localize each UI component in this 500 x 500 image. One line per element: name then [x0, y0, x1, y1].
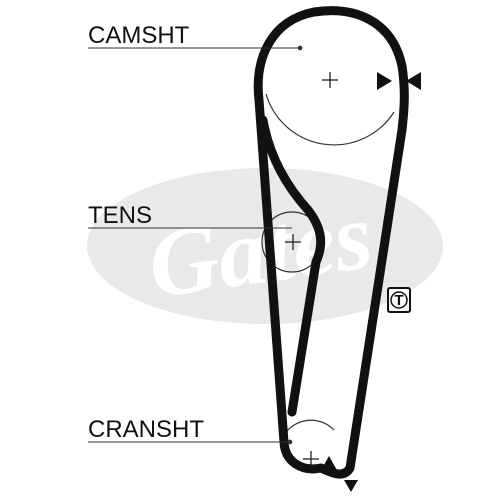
crankshaft-leader-dot: [287, 439, 293, 445]
camshaft-leader-dot: [297, 45, 303, 51]
tensioner-label: TENS: [88, 202, 152, 229]
timing-belt: [253, 6, 409, 479]
crankshaft-pulley-outline: [283, 419, 335, 436]
crankshaft-label: CRANSHT: [88, 416, 204, 443]
gates-watermark: Gates: [87, 168, 443, 324]
watermark-ellipse: [87, 168, 443, 324]
leader-lines: [88, 45, 303, 445]
camshaft-label: CAMSHT: [88, 22, 190, 49]
tensioner-center-cross: [285, 234, 301, 250]
triangle-icon: [320, 456, 358, 492]
camshaft-center-cross: [322, 72, 338, 88]
crankshaft-center-cross: [303, 451, 319, 467]
camshaft-pulley-outline: [265, 93, 395, 146]
pulley-center-marks: [285, 72, 338, 467]
bowtie-triangles-icon: [377, 72, 421, 90]
tension-check-icon: T: [387, 287, 411, 313]
tension-marker-letter: T: [394, 292, 403, 309]
